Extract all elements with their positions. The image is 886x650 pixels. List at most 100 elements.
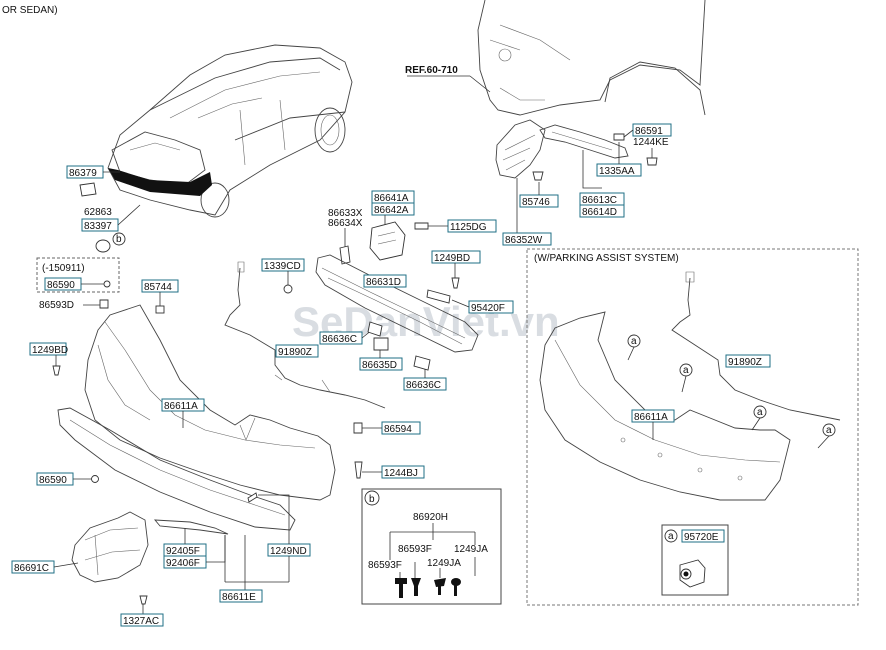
svg-text:1335AA: 1335AA [599, 166, 635, 177]
screw-1244KE-icon [646, 157, 658, 166]
part-label-1249JA-a[interactable]: 1249JA [454, 544, 488, 555]
sensor-callout-a [664, 529, 678, 543]
clip-85744-icon [155, 305, 165, 314]
svg-text:a: a [631, 336, 637, 347]
part-label-91890Z-pas[interactable]: 91890Z [725, 354, 771, 368]
part-label-1339CD[interactable]: 1339CD [261, 258, 305, 272]
part-label-86635D[interactable]: 86635D [359, 357, 403, 371]
svg-text:b: b [369, 494, 375, 505]
part-label-86611E[interactable]: 86611E [219, 589, 263, 603]
svg-text:a: a [683, 365, 689, 376]
clip-1327AC-icon [139, 595, 148, 605]
part-label-86691C[interactable]: 86691C [11, 560, 55, 574]
svg-text:1125DG: 1125DG [450, 222, 487, 233]
car-illustration [107, 44, 353, 218]
part-label-1244KE[interactable]: 1244KE [633, 137, 669, 148]
svg-text:86611E: 86611E [222, 592, 256, 603]
svg-text:95720E: 95720E [684, 532, 719, 543]
svg-text:1339CD: 1339CD [264, 261, 301, 272]
part-label-62863[interactable]: 62863 [84, 207, 112, 218]
part-label-86593F-b[interactable]: 86593F [368, 560, 402, 571]
svg-text:86691C: 86691C [14, 563, 49, 574]
part-label-86591[interactable]: 86591 [632, 123, 672, 137]
lower-skirt-86611E [57, 407, 296, 531]
svg-text:85744: 85744 [144, 282, 172, 293]
detail-b-callout [364, 490, 380, 506]
svg-text:86613C: 86613C [582, 195, 617, 206]
part-label-85746[interactable]: 85746 [519, 194, 559, 208]
side-bracket-86613C [539, 124, 629, 159]
svg-text:1327AC: 1327AC [123, 616, 159, 627]
svg-text:86379: 86379 [69, 168, 97, 179]
svg-text:95420F: 95420F [471, 303, 505, 314]
part-label-86631D[interactable]: 86631D [363, 274, 407, 288]
parking-panel-title: (W/PARKING ASSIST SYSTEM) [534, 253, 679, 264]
svg-text:1249BD: 1249BD [32, 345, 68, 356]
part-label-86613C[interactable]: 86613C [579, 192, 625, 206]
svg-text:86641A: 86641A [374, 193, 409, 204]
reflector-strip [153, 519, 229, 535]
part-label-86641A[interactable]: 86641A [371, 190, 415, 204]
svg-text:83397: 83397 [84, 221, 112, 232]
absorber-86635D-icon [373, 337, 389, 351]
part-label-1249BD-mid[interactable]: 1249BD [431, 250, 481, 264]
stay-bracket-86641A [369, 221, 406, 261]
clip-86594-icon [353, 422, 363, 434]
part-label-91890Z[interactable]: 91890Z [275, 344, 319, 358]
part-label-86593D[interactable]: 86593D [39, 300, 74, 311]
bracket-86636C-a-icon [367, 321, 383, 337]
quarter-panel-ref [477, 0, 706, 116]
bumper-cover-86611A [84, 304, 336, 501]
part-label-86352W[interactable]: 86352W [502, 232, 552, 246]
part-label-86593F-a[interactable]: 86593F [398, 544, 432, 555]
clip-85746-icon [532, 171, 544, 181]
parking-sensor-95720E-icon [679, 559, 706, 588]
svg-text:1249ND: 1249ND [270, 546, 307, 557]
parking-assist-panel [526, 248, 859, 606]
svg-text:86590: 86590 [47, 280, 75, 291]
bracket-95420F-icon [426, 289, 451, 304]
clip-1335AA-icon [613, 133, 625, 141]
svg-text:86642A: 86642A [374, 205, 409, 216]
part-label-86636C-b[interactable]: 86636C [403, 377, 447, 391]
part-label-86594[interactable]: 86594 [381, 421, 421, 435]
part-label-86590-low[interactable]: 86590 [36, 472, 74, 486]
part-label-86636C-a[interactable]: 86636C [319, 331, 363, 345]
part-label-92405F[interactable]: 92405F [163, 543, 207, 557]
part-label-1335AA[interactable]: 1335AA [596, 163, 642, 177]
variant-note: (-150911) [42, 263, 85, 274]
part-label-1249BD-left[interactable]: 1249BD [29, 342, 68, 356]
detail-b-panel [361, 488, 502, 605]
part-label-86611A[interactable]: 86611A [161, 398, 205, 412]
diagram-title: OR SEDAN) [2, 5, 58, 16]
undercover-86691C [71, 511, 149, 583]
part-label-92406F[interactable]: 92406F [163, 555, 207, 569]
part-label-1125DG[interactable]: 1125DG [447, 219, 497, 233]
bolt-1249BD-mid-icon [451, 277, 460, 289]
callout-b-text: b [116, 234, 122, 245]
wiring-harness-91890Z-pas [671, 271, 841, 421]
part-label-86614D[interactable]: 86614D [579, 204, 625, 218]
svg-text:86636C: 86636C [322, 334, 357, 345]
part-label-83397[interactable]: 83397 [81, 218, 119, 232]
part-label-86590-top[interactable]: 86590 [44, 277, 82, 291]
part-label-1244BJ[interactable]: 1244BJ [381, 465, 425, 479]
part-label-95720E[interactable]: 95720E [681, 529, 725, 543]
part-label-95420F[interactable]: 95420F [468, 300, 514, 314]
part-label-86634X[interactable]: 86634X [328, 218, 363, 229]
bumper-cover-86611A-pas [539, 311, 791, 501]
part-label-86633X[interactable]: 86633X [328, 208, 363, 219]
plug-83397-icon [95, 239, 111, 253]
part-label-86379[interactable]: 86379 [66, 165, 104, 179]
part-label-86611A-pas[interactable]: 86611A [631, 409, 675, 423]
svg-text:a: a [668, 531, 674, 542]
wiring-harness-91890Z [224, 261, 386, 409]
part-label-1249JA-b[interactable]: 1249JA [427, 558, 461, 569]
svg-text:a: a [826, 425, 832, 436]
part-label-1249ND[interactable]: 1249ND [267, 543, 311, 557]
part-label-86642A[interactable]: 86642A [371, 202, 415, 216]
part-label-86920H[interactable]: 86920H [413, 512, 448, 523]
part-label-85744[interactable]: 85744 [141, 279, 179, 293]
part-label-1327AC[interactable]: 1327AC [120, 613, 164, 627]
svg-text:91890Z: 91890Z [728, 357, 762, 368]
